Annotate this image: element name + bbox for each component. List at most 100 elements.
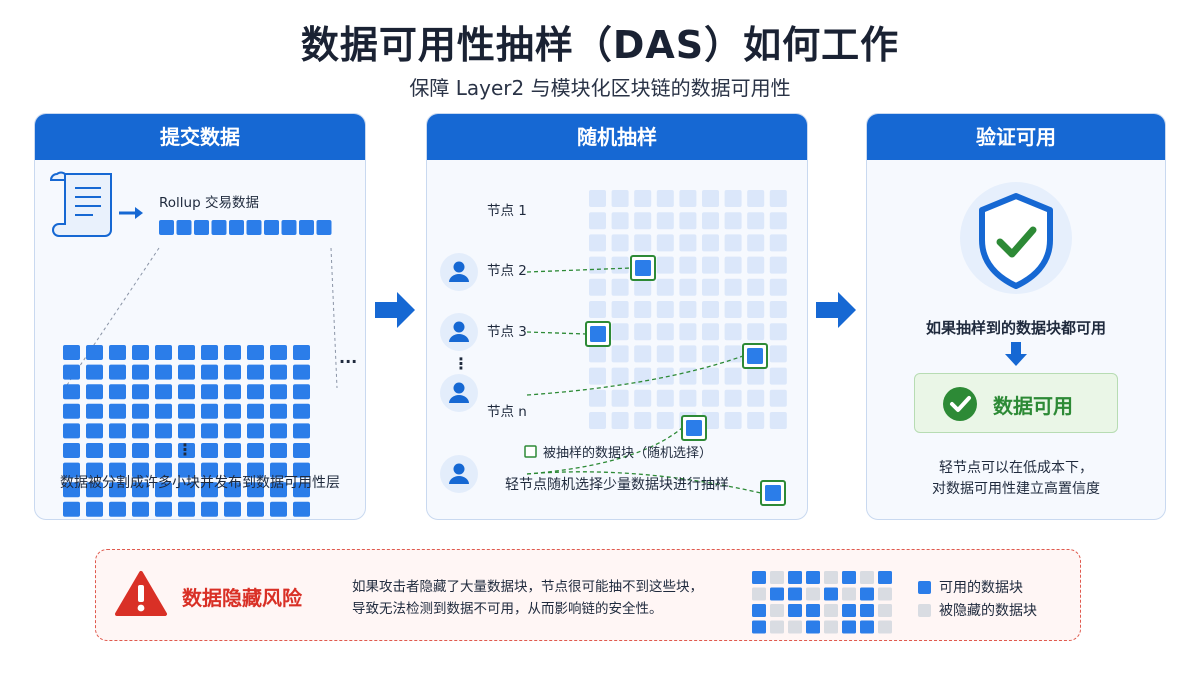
sample-grid-block [724, 412, 742, 429]
rollup-block [281, 220, 297, 235]
sample-link-line [526, 355, 744, 396]
sample-grid-block [589, 256, 606, 274]
sample-grid-block [679, 212, 697, 230]
sample-grid-block [634, 345, 652, 363]
rollup-block [194, 220, 209, 235]
sample-grid-block [769, 278, 787, 296]
data-block [86, 384, 103, 400]
sample-grid-block [656, 278, 674, 296]
legend-available-label: 可用的数据块 [939, 580, 1023, 596]
hidden-block-grid [752, 571, 892, 634]
sample-grid-block [747, 256, 765, 274]
data-block [109, 443, 126, 458]
data-block [224, 462, 241, 478]
node-label-1: 节点 1 [487, 203, 527, 219]
data-block [86, 501, 103, 517]
hidden-block [752, 587, 766, 601]
sampled-block [765, 485, 781, 501]
sample-grid-block [611, 301, 629, 318]
data-block [155, 403, 172, 419]
data-block [224, 403, 241, 419]
rollup-block [211, 220, 227, 235]
data-block [155, 345, 172, 360]
data-block [224, 443, 241, 458]
data-hiding-risk-box: 数据隐藏风险 如果攻击者隐藏了大量数据块，节点很可能抽不到这些块， 导致无法检测… [95, 549, 1081, 641]
hidden-block [842, 587, 856, 601]
hidden-block [770, 620, 784, 634]
sample-grid-block [656, 256, 674, 274]
sample-grid-block [724, 367, 742, 385]
available-block [806, 571, 820, 584]
sampled-block [635, 260, 651, 276]
data-block [224, 364, 241, 380]
data-block [63, 384, 80, 400]
grid-ellipsis-horizontal: ··· [339, 352, 358, 371]
sample-grid-block [634, 301, 652, 318]
data-block [270, 443, 287, 458]
sample-grid-block [679, 367, 697, 385]
verify-condition-text: 如果抽样到的数据块都可用 [925, 319, 1106, 337]
sample-grid-block [611, 234, 629, 252]
data-block [132, 482, 149, 498]
available-block [752, 620, 766, 634]
data-block [155, 482, 172, 498]
sample-grid-block [656, 389, 674, 407]
hidden-block [788, 620, 802, 634]
verify-caption-line1: 轻节点可以在低成本下， [939, 460, 1093, 476]
verify-available-panel: 验证可用 如果抽样到的数据块都可用 数据可用 轻节点可以在低成本下， 对数据可用… [866, 113, 1166, 520]
data-block [109, 501, 126, 517]
data-block [132, 364, 149, 380]
sample-grid-block [724, 256, 742, 274]
sample-grid-block [724, 323, 742, 341]
data-block [224, 501, 241, 517]
sample-grid-block [747, 212, 765, 230]
sampled-block [590, 326, 606, 342]
data-block [109, 482, 126, 498]
sample-grid-block [702, 389, 719, 407]
data-block [132, 501, 149, 517]
data-block [86, 462, 103, 478]
node-ellipsis: ⋮ [453, 354, 469, 373]
sample-grid-block [747, 412, 765, 429]
sample-grid-block [634, 212, 652, 230]
sample-grid-block [656, 323, 674, 341]
rollup-block [246, 220, 262, 235]
verify-illustration [960, 182, 1072, 366]
data-block [224, 423, 241, 439]
sample-grid-block [769, 323, 787, 341]
available-swatch [918, 580, 931, 594]
random-sampling-heading: 随机抽样 [427, 114, 807, 160]
sample-grid-block [589, 412, 606, 429]
available-block [752, 571, 766, 584]
sampled-block [686, 420, 702, 436]
data-block [132, 423, 149, 439]
sample-grid-block [769, 301, 787, 318]
available-block [824, 587, 838, 601]
data-block [155, 462, 172, 478]
data-block [109, 403, 126, 419]
sample-grid-block [589, 301, 606, 318]
data-block [178, 384, 195, 400]
data-block [86, 345, 103, 360]
data-block [178, 462, 195, 478]
sample-grid-block [679, 389, 697, 407]
sample-grid-block [656, 190, 674, 207]
risk-title: 数据隐藏风险 [182, 586, 302, 610]
sampling-block-grid [589, 190, 787, 429]
data-block [155, 443, 172, 458]
data-block [201, 482, 218, 498]
sample-grid-block [679, 345, 697, 363]
data-block [247, 462, 264, 478]
sample-grid-block [724, 190, 742, 207]
data-block [178, 345, 195, 360]
available-block [806, 620, 820, 634]
sample-grid-block [747, 301, 765, 318]
data-block [293, 384, 310, 400]
legend-available: 可用的数据块 [918, 577, 1023, 597]
data-block [63, 482, 80, 498]
data-block [293, 462, 310, 478]
available-block [788, 571, 802, 584]
sample-grid-block [611, 367, 629, 385]
page-subtitle: 保障 Layer2 与模块化区块链的数据可用性 [409, 76, 791, 100]
sample-grid-block [634, 389, 652, 407]
